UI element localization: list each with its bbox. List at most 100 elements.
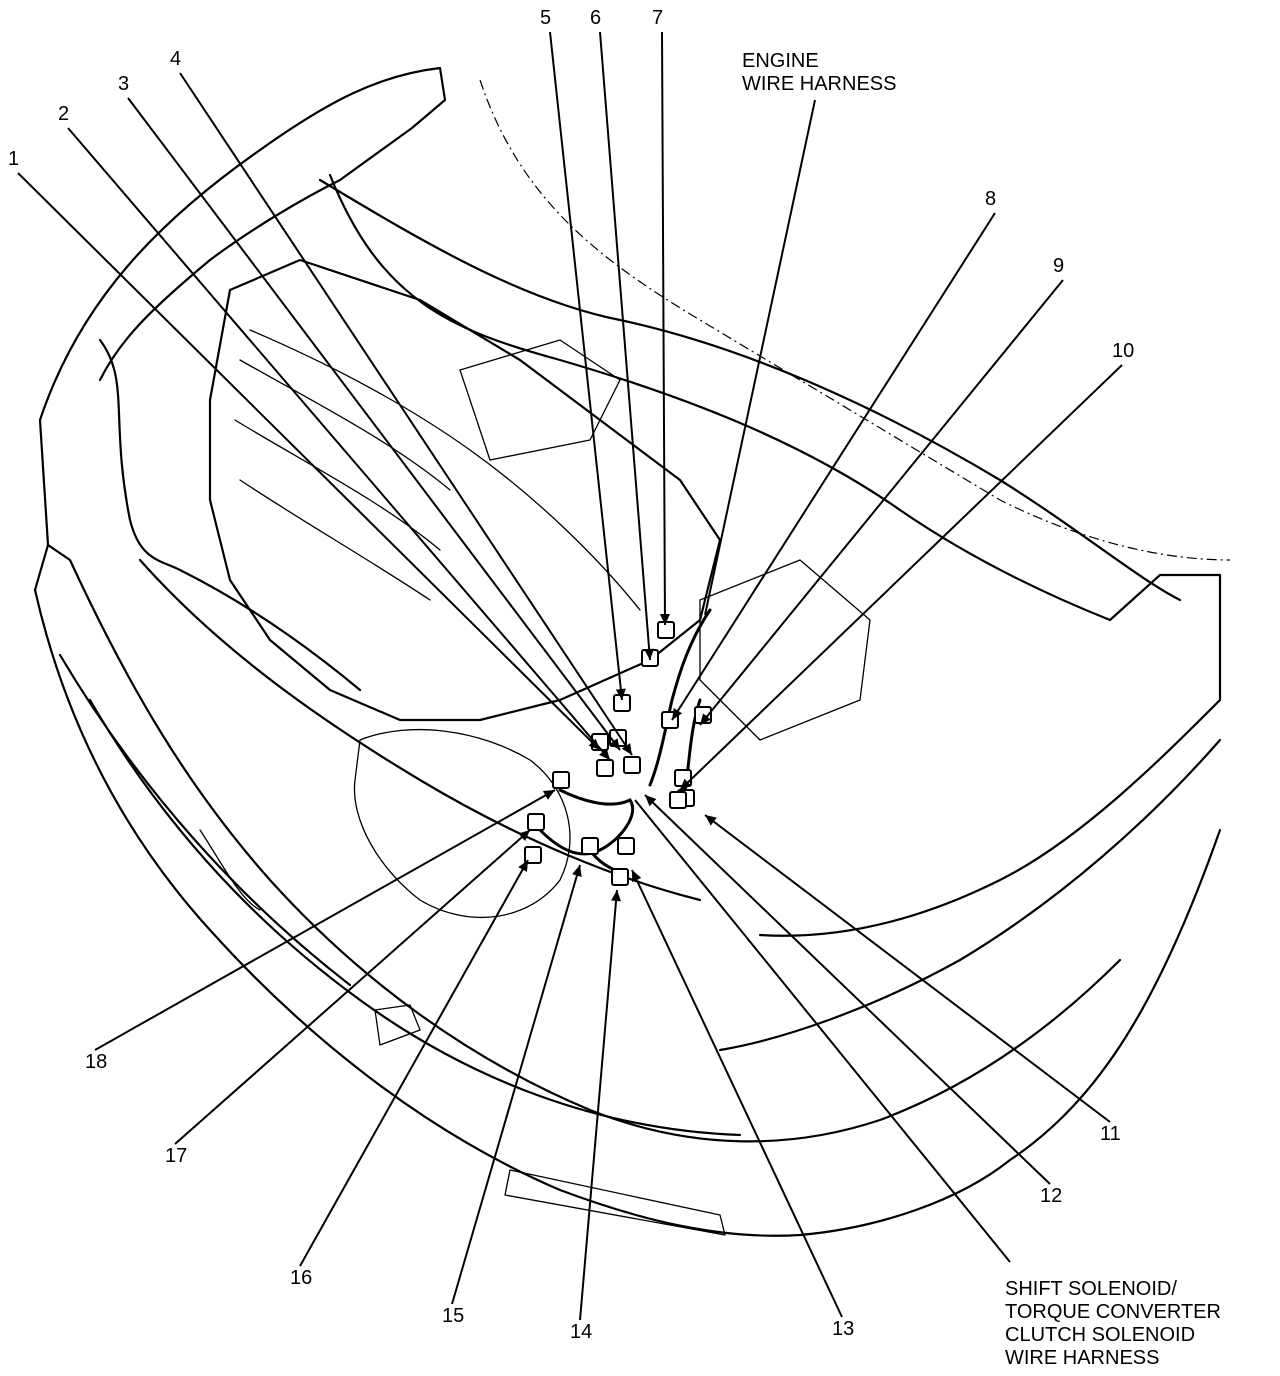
solenoid-harness-label-line4: WIRE HARNESS [1005, 1347, 1159, 1369]
arrowhead-6 [644, 648, 655, 660]
solenoid-harness-label-line2: TORQUE CONVERTER [1005, 1301, 1221, 1323]
leader-line-1 [17, 172, 601, 751]
arrowhead-15 [572, 865, 582, 877]
solenoid-harness-label-line3: CLUTCH SOLENOID [1005, 1324, 1195, 1346]
callout-10: 10 [1112, 340, 1134, 362]
engine-harness-leader [704, 99, 816, 616]
lower-intake [504, 1169, 726, 1236]
leader-line-8 [671, 212, 996, 721]
leader-line-10 [679, 364, 1123, 791]
left-inner-fender [98, 338, 362, 692]
leader-line-18 [94, 789, 556, 1051]
arrowhead-5 [615, 688, 626, 700]
leader-line-5 [549, 31, 623, 701]
transmission-case [353, 728, 571, 918]
fog-vent [374, 1004, 421, 1046]
callout-14: 14 [570, 1321, 592, 1343]
firewall-line [328, 173, 1112, 622]
callout-9: 9 [1053, 255, 1064, 277]
leader-line-7 [661, 31, 666, 626]
leader-lines [17, 31, 1123, 1321]
leader-line-12 [644, 794, 1051, 1185]
bumper-line [46, 543, 1122, 1143]
solenoid-harness-leader [634, 799, 1011, 1263]
arrowhead-13 [632, 870, 642, 883]
engine-harness-label-line1: ENGINE [742, 50, 819, 72]
arrowhead-8 [672, 708, 683, 720]
solenoid-harness [538, 788, 635, 856]
front-edge-outline [33, 418, 1012, 1237]
engine-block-outline [208, 258, 722, 722]
callout-1: 1 [8, 148, 19, 170]
leader-line-9 [699, 279, 1064, 726]
arrowhead-1 [588, 738, 600, 750]
solenoid-harness-label-line1: SHIFT SOLENOID/ [1005, 1278, 1177, 1300]
hood-seal-rear [318, 178, 1182, 602]
arrowhead-3 [609, 738, 620, 750]
valve-cover-2 [234, 419, 441, 551]
callout-7: 7 [652, 7, 663, 29]
connector-17 [527, 813, 545, 831]
arrowhead-9 [700, 713, 711, 725]
leader-line-17 [174, 829, 531, 1145]
callout-6: 6 [590, 7, 601, 29]
right-fender-outline [1008, 828, 1222, 1162]
leader-line-13 [631, 869, 843, 1318]
air-box [459, 339, 621, 461]
callout-5: 5 [540, 7, 551, 29]
leader-line-4 [179, 72, 633, 756]
grille-lower [88, 698, 742, 1137]
right-strut-tower [758, 573, 1222, 937]
callout-3: 3 [118, 73, 129, 95]
arrowhead-2 [599, 748, 610, 760]
callout-4: 4 [170, 48, 181, 70]
valve-cover-3 [239, 479, 431, 601]
arrowhead-12 [645, 795, 657, 807]
left-fender-outline [38, 66, 447, 422]
valve-cover-1 [239, 359, 451, 491]
connector-18 [552, 771, 570, 789]
connector-4 [623, 756, 641, 774]
arrowhead-14 [611, 890, 622, 902]
vehicle-outline [33, 66, 1231, 1237]
connector-16 [524, 846, 542, 864]
leader-line-2 [67, 127, 611, 761]
grille-upper [58, 653, 352, 987]
callout-18: 18 [85, 1051, 107, 1073]
leader-line-15 [451, 864, 581, 1305]
callout-16: 16 [290, 1267, 312, 1289]
arrowhead-17 [518, 830, 530, 842]
leader-line-11 [704, 814, 1111, 1123]
callout-11: 11 [1100, 1123, 1121, 1145]
callout-8: 8 [985, 188, 996, 210]
hood-centerline [479, 79, 1231, 561]
leader-line-14 [579, 889, 618, 1321]
right-side-panel [718, 738, 1222, 1052]
connector-2 [596, 759, 614, 777]
intake-manifold [249, 329, 641, 611]
connector-14 [611, 868, 629, 886]
headlight-left [199, 829, 261, 911]
connector-15 [581, 837, 599, 855]
callout-13: 13 [832, 1318, 854, 1340]
connector-12 [669, 791, 687, 809]
connector-13 [617, 837, 635, 855]
arrowhead-18 [542, 790, 555, 800]
arrowhead-7 [659, 613, 670, 625]
leader-line-6 [599, 31, 651, 661]
arrowhead-16 [518, 860, 528, 873]
engine-wire-harness [648, 608, 712, 787]
battery-outline [699, 559, 871, 741]
leader-line-16 [299, 859, 529, 1267]
arrowhead-10 [680, 778, 692, 790]
arrowhead-11 [705, 815, 717, 826]
engine-harness-label-line2: WIRE HARNESS [742, 73, 896, 95]
callout-12: 12 [1040, 1185, 1062, 1207]
callout-2: 2 [58, 103, 69, 125]
callout-17: 17 [165, 1145, 187, 1167]
arrowhead-4 [621, 743, 632, 755]
connector-7 [657, 621, 675, 639]
